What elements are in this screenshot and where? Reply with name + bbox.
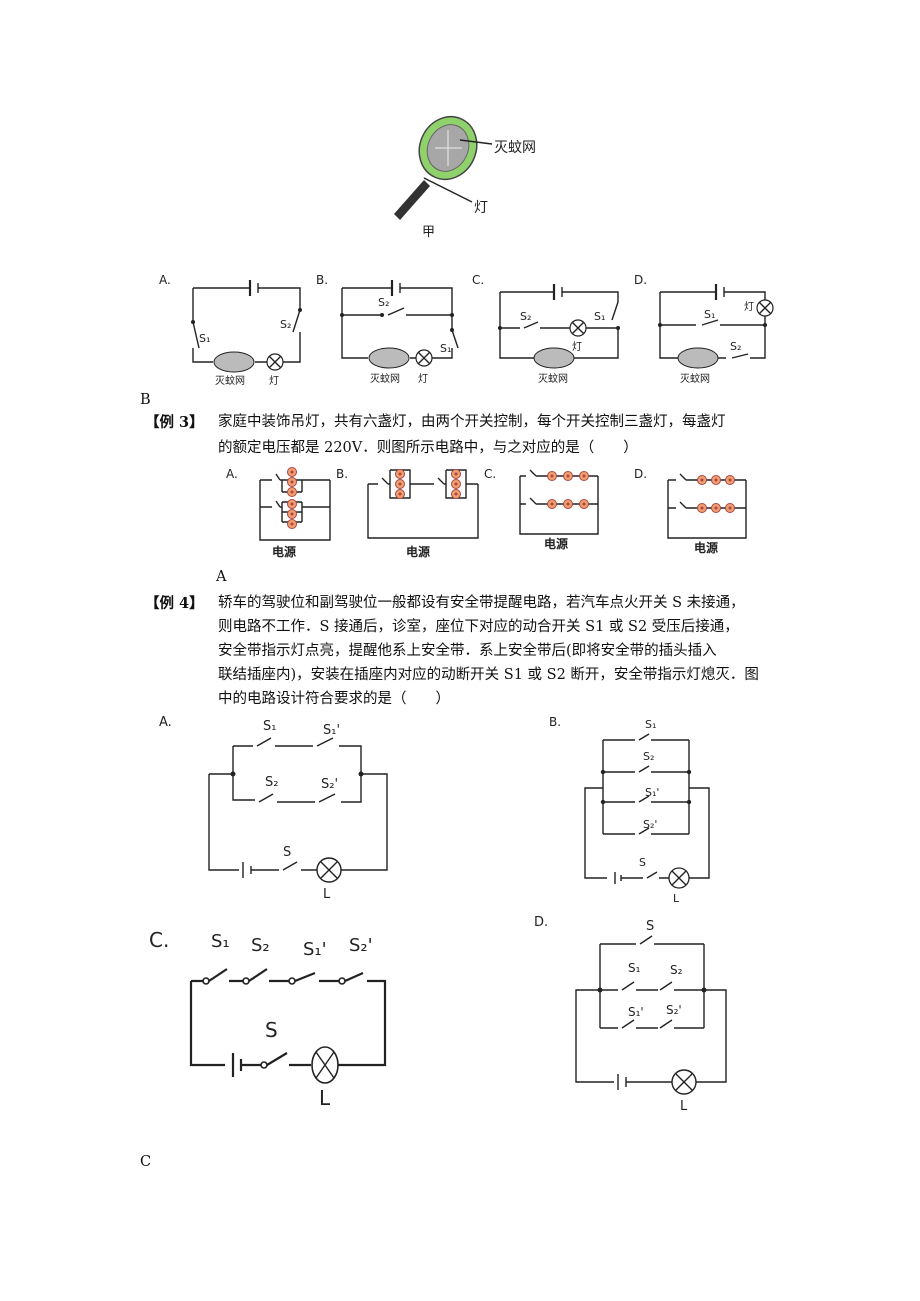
example4-option-a: A. S₁ S₁' S₂ S₂' S L [159, 715, 388, 902]
option-letter: D. [534, 915, 548, 930]
lamp-label: L [323, 887, 331, 902]
example4-option-b: B. S₁ S₂ S₁' S₂' S L [549, 715, 710, 905]
switch-label: S₁ [440, 342, 451, 355]
option-letter: D. [634, 273, 647, 287]
switch-label: S [283, 845, 291, 860]
switch-label: S₂ [265, 775, 278, 790]
switch-label: S₂' [666, 1003, 682, 1017]
answer-example3: A [216, 569, 227, 585]
lamp-label: 灯 [474, 200, 488, 216]
example4-line3: 安全带指示灯点亮，提醒他系上安全带．系上安全带后(即将安全带的插头插入 [218, 643, 717, 659]
option-letter: C. [472, 273, 484, 287]
switch-label: S₂ [730, 340, 741, 353]
example4-option-d: D. S S₁ S₂ S₁' S₂' L [534, 915, 727, 1114]
option-letter: A. [226, 467, 238, 481]
lamp-label: L [680, 1099, 688, 1114]
racket-figure: 灭蚊网 灯 甲 [394, 115, 536, 240]
lamp-label: L [673, 892, 680, 905]
mesh-label: 灭蚊网 [680, 372, 710, 385]
switch-label: S₂' [643, 818, 657, 831]
switch-label: S₂' [349, 935, 373, 956]
switch-label: S [646, 919, 654, 934]
option-letter: B. [549, 715, 561, 729]
option-letter: A. [159, 715, 172, 730]
switch-label: S₁ [628, 961, 641, 975]
switch-label: S [265, 1018, 278, 1042]
mesh-label: 灭蚊网 [215, 374, 245, 387]
racket-option-a: A. S₁ S₂ 灭蚊网 灯 [159, 273, 302, 387]
option-letter: A. [159, 273, 171, 287]
option-letter: C. [484, 467, 496, 481]
switch-label: S₁' [628, 1005, 644, 1019]
answer-racket: B [140, 392, 151, 408]
example3-diagrams: A. 电源 B. 电源 C. 电源 D. 电源 [226, 467, 747, 559]
switch-label: S₁ [645, 718, 656, 731]
racket-handle [394, 180, 430, 220]
example4-option-c: C. S₁ S₂ S₁' S₂' S L [149, 928, 387, 1110]
example4-tag: 【例 4】 [145, 595, 204, 612]
switch-label: S₂ [280, 318, 291, 331]
example4-line1: 轿车的驾驶位和副驾驶位一般都设有安全带提醒电路，若汽车点火开关 S 未接通， [218, 595, 745, 611]
switch-label: S₁ [211, 931, 230, 952]
switch-label: S₁ [594, 310, 605, 323]
option-letter: C. [149, 928, 169, 952]
example4-line4: 联结插座内)，安装在插座内对应的动断开关 S1 或 S2 断开，安全带指示灯熄灭… [218, 667, 759, 683]
example4-line5: 中的电路设计符合要求的是（ ） [218, 691, 450, 707]
example4-line2: 则电路不工作．S 接通后，诊室，座位下对应的动合开关 S1 或 S2 受压后接通… [218, 619, 739, 635]
figure-label: 甲 [422, 225, 435, 240]
switch-label: S₂ [378, 296, 389, 309]
racket-option-d: D. 灯 S₁ S₂ 灭蚊网 [634, 273, 774, 385]
switch-label: S₂ [643, 750, 654, 763]
switch-label: S₁ [199, 332, 210, 345]
switch-label: S₁' [323, 723, 340, 738]
switch-label: S₁' [303, 939, 327, 960]
example3-line1: 家庭中装饰吊灯，共有六盏灯，由两个开关控制，每个开关控制三盏灯，每盏灯 [218, 414, 726, 430]
mesh-label: 灭蚊网 [538, 372, 568, 385]
switch-label: S₁ [704, 308, 715, 321]
lamp-label: 灯 [418, 373, 428, 385]
mesh-label: 灭蚊网 [494, 140, 536, 156]
switch-label: S₁ [263, 719, 276, 734]
power-label: 电源 [406, 544, 430, 559]
racket-option-b: B. S₂ S₁ 灭蚊网 灯 [316, 273, 459, 385]
switch-label: S₁' [645, 786, 659, 799]
lamp-label: 灯 [269, 375, 279, 387]
example3-line2: 的额定电压都是 220V．则图所示电路中，与之对应的是（ ） [218, 440, 638, 456]
option-letter: D. [634, 467, 647, 481]
option-letter: B. [336, 467, 348, 481]
switch-label: S [639, 856, 646, 869]
example3-tag: 【例 3】 [145, 414, 204, 431]
power-label: 电源 [694, 540, 718, 555]
answer-example4: C [140, 1154, 152, 1170]
option-letter: B. [316, 273, 328, 287]
lamp-label: 灯 [744, 301, 754, 313]
mesh-symbol [213, 351, 255, 373]
switch-label: S₂ [520, 310, 531, 323]
lamp-label: 灯 [572, 341, 582, 353]
switch-label: S₂ [251, 935, 270, 956]
power-label: 电源 [272, 544, 296, 559]
lamp-label: L [319, 1086, 331, 1110]
mesh-label: 灭蚊网 [370, 372, 400, 385]
racket-option-c: C. S₂ S₁ 灯 灭蚊网 [472, 273, 620, 385]
switch-label: S₂ [670, 963, 683, 977]
switch-label: S₂' [321, 777, 338, 792]
power-label: 电源 [544, 536, 568, 551]
